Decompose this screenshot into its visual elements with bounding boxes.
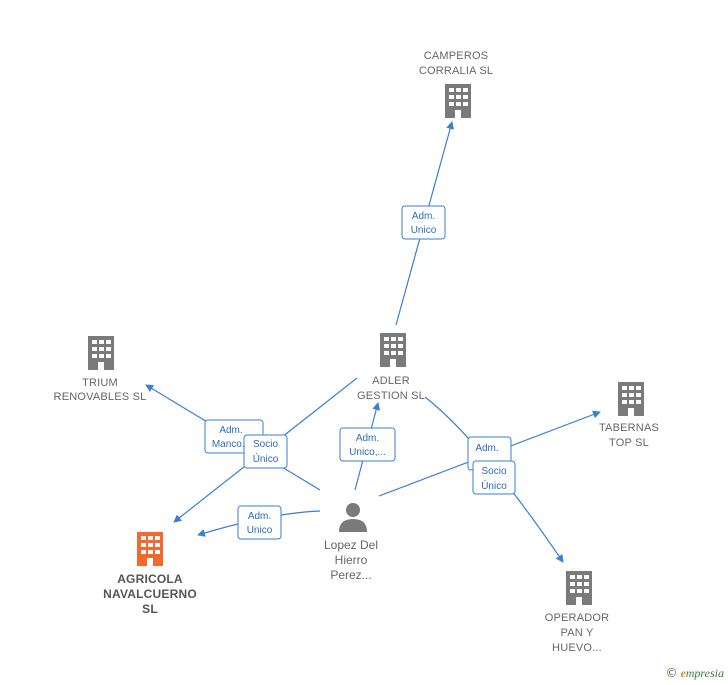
edge-label-line-1: Adm.	[219, 425, 242, 436]
node-tabernas-top[interactable]: TABERNAS TOP SL	[599, 382, 659, 449]
building-icon	[88, 336, 114, 370]
edge-label-line-1: Socio	[481, 466, 506, 477]
node-label-line-1: AGRICOLA	[117, 572, 183, 586]
edge-label-adler-campero[interactable]: Adm. Unico	[401, 205, 446, 240]
node-label-line-2: Hierro	[335, 553, 368, 567]
person-icon	[339, 503, 367, 532]
node-label-line-2: TOP SL	[609, 437, 649, 449]
copyright-icon: ©	[665, 666, 678, 680]
node-label-line-1: Lopez Del	[324, 538, 378, 552]
node-label-line-2: CORRALIA SL	[419, 65, 493, 77]
brand-watermark: ©empresia	[665, 666, 724, 681]
building-icon	[618, 382, 644, 416]
edge-label-person-agricola[interactable]: Adm. Unico	[237, 505, 282, 540]
building-icon	[137, 532, 163, 566]
node-trium-renovables[interactable]: TRIUM RENOVABLES SL	[54, 336, 147, 403]
node-camperos-corralia[interactable]: CAMPEROS CORRALIA SL	[419, 50, 493, 118]
brand-initial: e	[680, 666, 686, 680]
building-icon	[445, 84, 471, 118]
node-label-line-2: RENOVABLES SL	[54, 391, 147, 403]
edge-label-adler-agricola[interactable]: Socio Único	[243, 434, 288, 469]
edge-label-adler-operador[interactable]: Socio Único	[472, 460, 516, 495]
node-person-lopez[interactable]: Lopez Del Hierro Perez...	[324, 503, 378, 582]
edge-label-line-2: Unico	[411, 225, 437, 236]
node-label-line-1: TRIUM	[82, 377, 118, 389]
edge-label-line-2: Único	[253, 452, 279, 465]
node-operador-pan-huevo[interactable]: OPERADOR PAN Y HUEVO...	[545, 571, 610, 654]
edge-label-line-2: Unico	[247, 525, 273, 536]
edge-label-person-adler[interactable]: Adm. Unico,...	[339, 427, 396, 462]
brand-name: mpresia	[685, 666, 724, 680]
edge-label-line-1: Adm.	[248, 511, 271, 522]
edge-label-line-2: Manco...	[212, 439, 250, 450]
edge-label-line-1: Adm.	[356, 433, 379, 444]
node-adler-gestion[interactable]: ADLER GESTION SL	[357, 333, 425, 402]
building-icon	[566, 571, 592, 605]
node-label-line-3: Perez...	[330, 568, 371, 582]
node-label-line-2: NAVALCUERNO	[103, 587, 197, 601]
edge-label-line-1: Socio	[253, 439, 278, 450]
node-label-line-1: OPERADOR	[545, 612, 610, 624]
edges	[145, 121, 601, 563]
edge-label-line-2: Único	[481, 479, 507, 492]
node-label-line-2: GESTION SL	[357, 390, 425, 402]
node-label-line-1: CAMPEROS	[424, 50, 489, 62]
edge-label-line-1: Adm.	[475, 443, 498, 454]
node-label-line-3: HUEVO...	[552, 642, 602, 654]
edge-label-line-2: Unico,...	[349, 447, 386, 458]
node-agricola-navalcuerno[interactable]: AGRICOLA NAVALCUERNO SL	[103, 532, 197, 616]
node-label-line-1: ADLER	[372, 375, 410, 387]
node-label-line-3: SL	[142, 602, 158, 616]
node-label-line-1: TABERNAS	[599, 422, 659, 434]
building-icon	[380, 333, 406, 367]
node-label-line-2: PAN Y	[561, 627, 594, 639]
edge-label-line-1: Adm.	[412, 211, 435, 222]
